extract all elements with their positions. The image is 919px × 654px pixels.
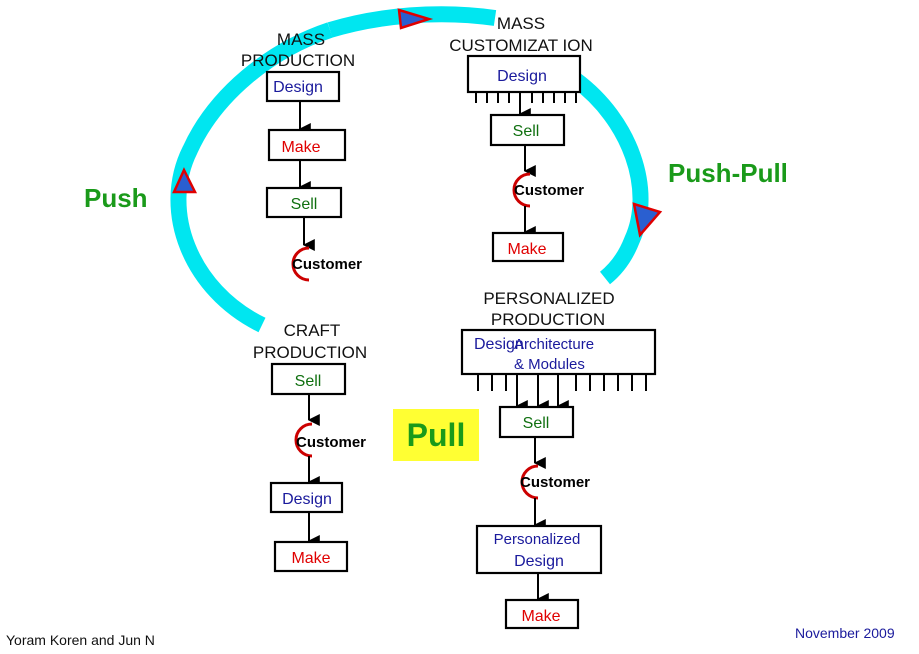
craft-production-block: CRAFT PRODUCTION Sell Customer Design Ma… [253,321,367,573]
cp-customer-arc-icon [294,422,313,458]
pull-label: Pull [407,417,466,453]
mp-make-box [267,128,347,162]
footer-authors: Yoram Koren and Jun N [6,632,155,648]
pp-design-box [460,328,657,376]
personalized-production-block: PERSONALIZED PRODUCTION Design Architect… [460,289,657,630]
personalized-production-title-2: PRODUCTION [491,310,605,329]
pp-design-label: Design [474,336,524,353]
craft-production-title-1: CRAFT [284,321,341,340]
mass-production-title-2: PRODUCTION [241,51,355,70]
mc-customer-label: Customer [514,182,584,199]
ring-arrow-right-icon [632,202,663,238]
pp-modules-label: & Modules [514,356,585,373]
push-label: Push [84,183,148,213]
mc-design-box [466,54,582,94]
ring-arc-right [571,73,649,285]
pp-personalized-design-label: Design [514,553,564,570]
mc-design-label: Design [497,68,547,85]
pp-customer-arc-icon [520,464,539,500]
pp-personalized-design-box [475,524,603,575]
cp-make-label: Make [291,550,330,567]
cp-design-box [269,481,344,514]
cp-customer-label: Customer [296,434,366,451]
personalized-production-title-1: PERSONALIZED [483,289,614,308]
mp-customer-label: Customer [292,256,362,273]
mp-make-label: Make [281,139,320,156]
cp-sell-box [270,362,347,396]
mc-design-module-ticks [475,92,577,103]
mass-customization-title-1: MASS [497,14,545,33]
pp-make-label: Make [521,608,560,625]
craft-production-title-2: PRODUCTION [253,343,367,362]
ring-arc-left [170,22,333,333]
cp-make-box [273,540,349,573]
pp-module-arrows [515,374,569,412]
mc-make-box [491,231,565,263]
mc-make-label: Make [507,241,546,258]
pp-sell-box [498,405,575,439]
pp-architecture-label: Architecture [514,336,594,353]
mc-customer-arc-icon [512,172,531,208]
push-pull-label: Push-Pull [668,158,788,188]
pull-highlight [393,409,479,461]
pp-customer-label: Customer [520,474,590,491]
cp-sell-label: Sell [295,373,322,390]
mc-sell-label: Sell [513,123,540,140]
cp-design-label: Design [282,491,332,508]
footer-date: November 2009 [795,625,895,641]
pp-design-module-ticks [477,374,647,391]
mp-design-box [265,70,341,103]
mp-customer-arc-icon [291,246,310,282]
mp-sell-label: Sell [291,196,318,213]
mass-customization-title-2: CUSTOMIZAT ION [449,36,593,55]
ring-arrow-top-icon [397,8,434,30]
mass-production-title-1: MASS [277,30,325,49]
pp-make-box [504,598,580,630]
mass-customization-block: MASS CUSTOMIZAT ION Design Sell Customer… [449,14,593,263]
pp-personalized-label: Personalized [494,531,581,548]
mp-design-label: Design [273,79,323,96]
mc-sell-box [489,113,566,147]
mass-production-block: MASS PRODUCTION Design Make Sell Custome… [241,30,362,282]
ring-arrow-left-icon [172,167,198,194]
pp-sell-label: Sell [523,415,550,432]
